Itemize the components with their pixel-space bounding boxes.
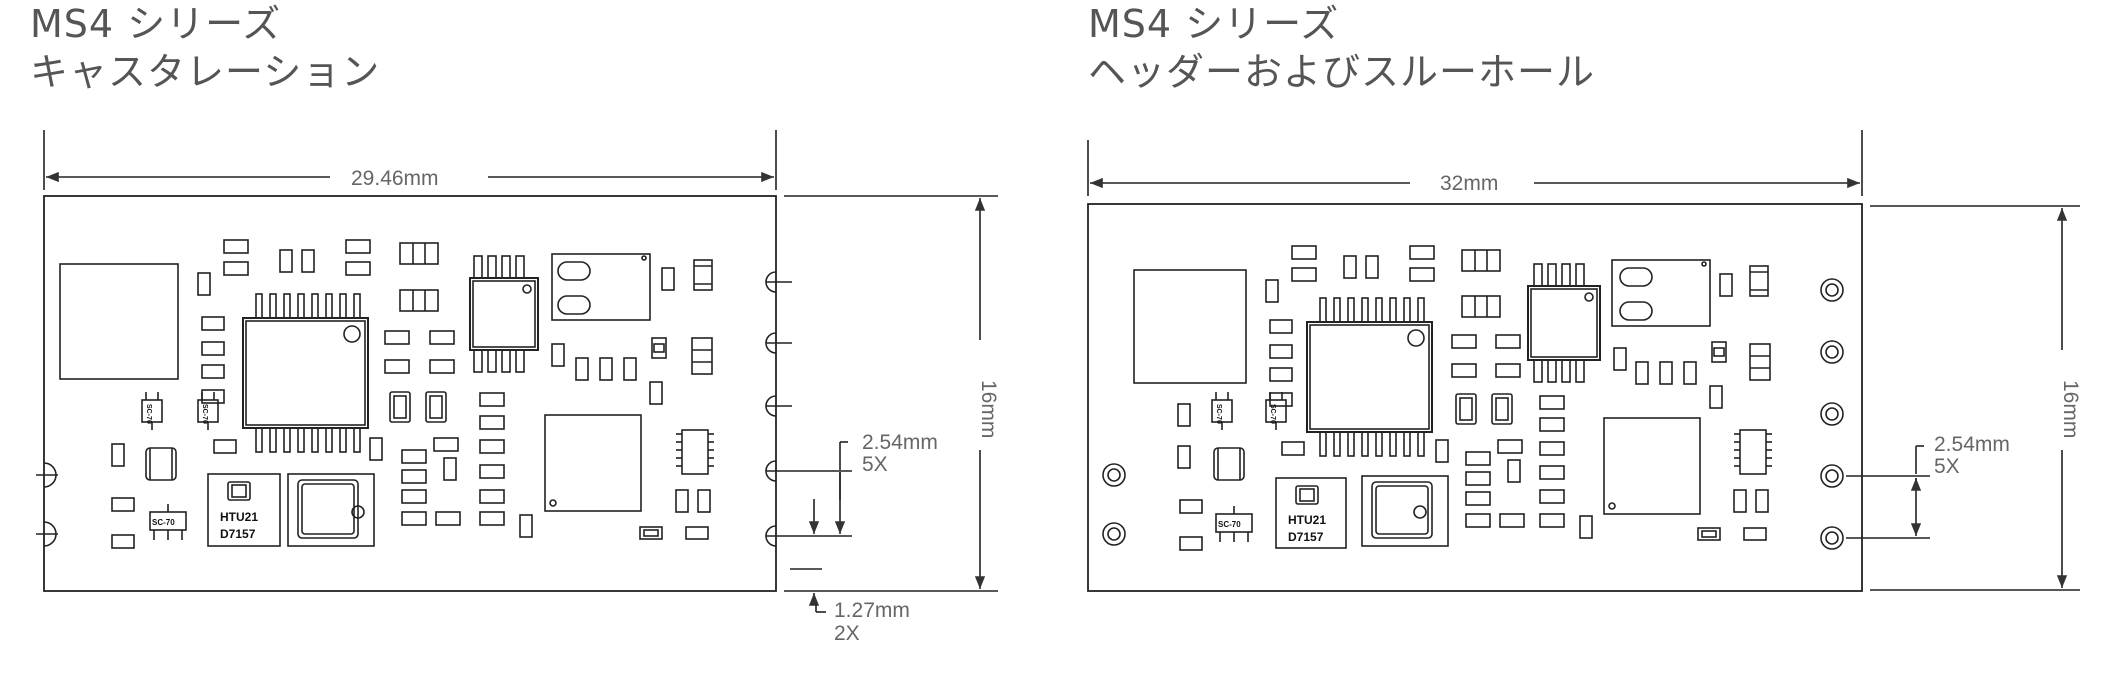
width-dimension-label: 29.46mm bbox=[351, 167, 439, 190]
sot-label: SC-70 bbox=[145, 404, 152, 424]
edge-dimension-label: 1.27mm bbox=[834, 599, 910, 622]
sot-label: SC-70 bbox=[201, 404, 208, 424]
soic-chip bbox=[469, 277, 539, 351]
sot-label: SC-70 bbox=[152, 518, 175, 527]
pcb-outline bbox=[43, 195, 777, 592]
through-hole-pads-right bbox=[1820, 278, 1844, 550]
soic-small bbox=[681, 429, 709, 475]
height-dimension-label: 16mm bbox=[2059, 380, 2082, 438]
qfp-pins-bottom bbox=[255, 427, 361, 453]
chip-label-line1: HTU21 bbox=[220, 510, 258, 524]
pitch-count-label: 5X bbox=[862, 453, 888, 476]
qfp-pins-top bbox=[255, 293, 361, 319]
title-line1: MS4 シリーズ bbox=[1088, 2, 1340, 46]
title-line1: MS4 シリーズ bbox=[30, 2, 282, 46]
sot-label: SC-70 bbox=[1269, 404, 1276, 424]
chip-label-line2: D7157 bbox=[220, 527, 256, 541]
left-module bbox=[36, 130, 998, 613]
pcb-outline bbox=[1087, 203, 1863, 592]
sensor-box bbox=[287, 473, 375, 547]
title-header-through-hole: MS4 シリーズ ヘッダーおよびスルーホール bbox=[1088, 0, 1595, 96]
title-line2: キャスタレーション bbox=[30, 50, 381, 94]
pitch-count-label: 5X bbox=[1934, 455, 1960, 478]
edge-count-label: 2X bbox=[834, 622, 860, 645]
width-dimension-label: 32mm bbox=[1440, 172, 1498, 195]
title-line2: ヘッダーおよびスルーホール bbox=[1088, 50, 1596, 94]
title-castellation: MS4 シリーズ キャスタレーション bbox=[30, 0, 380, 96]
sot-label: SC-70 bbox=[1218, 520, 1241, 529]
sot-label: SC-70 bbox=[1215, 404, 1222, 424]
pitch-dimension-label: 2.54mm bbox=[1934, 433, 2010, 456]
pitch-dimension-label: 2.54mm bbox=[862, 431, 938, 454]
right-module bbox=[1087, 130, 2080, 592]
crystal bbox=[551, 253, 651, 321]
qfn-chip bbox=[544, 414, 642, 512]
htu21-chip bbox=[207, 473, 281, 547]
chip-label-line2: D7157 bbox=[1288, 530, 1324, 544]
component-outline bbox=[59, 263, 179, 380]
height-dimension-label: 16mm bbox=[977, 380, 1000, 438]
qfp-chip bbox=[242, 317, 369, 429]
chip-label-line1: HTU21 bbox=[1288, 513, 1326, 527]
